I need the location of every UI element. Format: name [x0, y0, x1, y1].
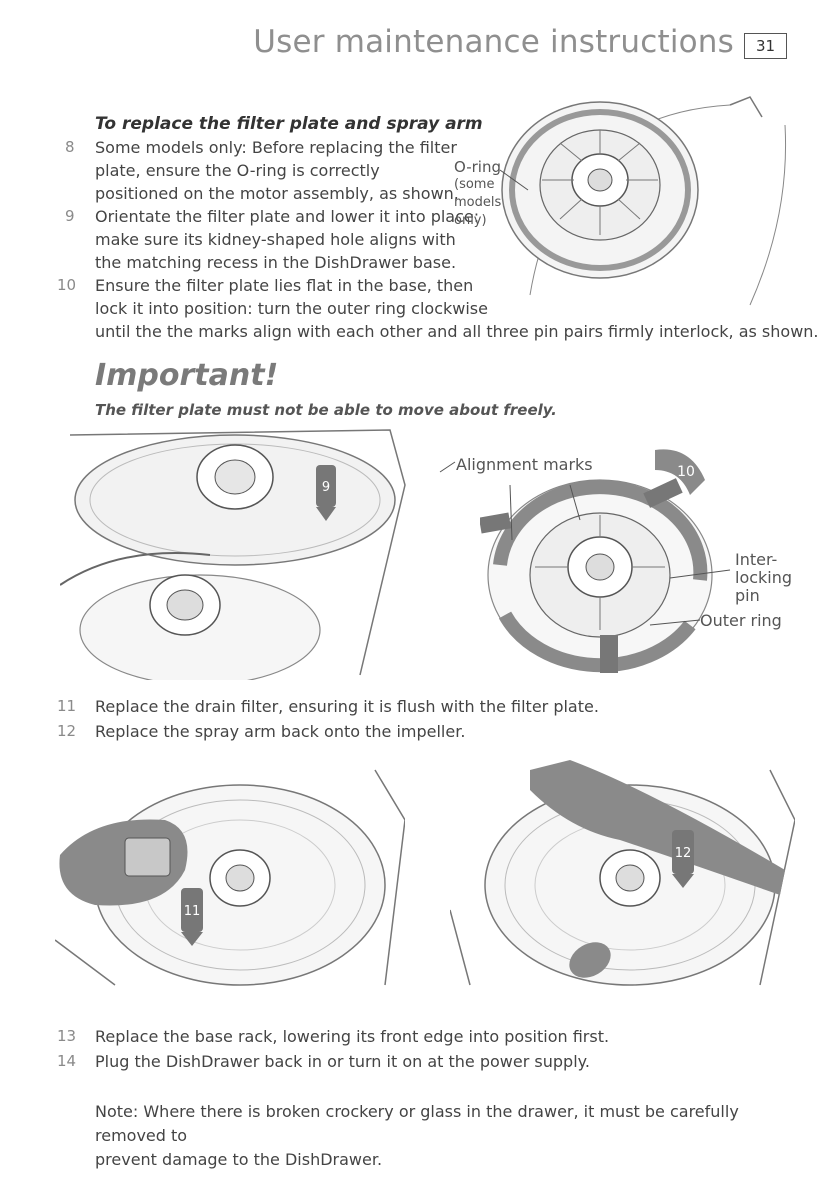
step-line: positioned on the motor assembly, as sho…	[95, 184, 459, 203]
oring-label-line: O-ring	[454, 158, 501, 176]
interlocking-pin-label: Inter- locking pin	[735, 551, 792, 605]
step-14: 14 Plug the DishDrawer back in or turn i…	[57, 1050, 590, 1073]
important-heading: Important!	[95, 358, 279, 393]
step-line: plate, ensure the O-ring is correctly	[95, 161, 380, 180]
step-text: Plug the DishDrawer back in or turn it o…	[95, 1052, 590, 1071]
step-11: 11 Replace the drain filter, ensuring it…	[57, 695, 599, 718]
step-number: 11	[57, 697, 77, 715]
oring-callout: O-ring (some models only)	[454, 158, 501, 230]
outer-ring-label: Outer ring	[700, 611, 782, 630]
step-line: until the the marks align with each othe…	[95, 322, 819, 341]
filter-plate-lowering-illustration: 9	[60, 429, 406, 680]
step-line: lock it into position: turn the outer ri…	[95, 299, 488, 318]
important-text: The filter plate must not be able to mov…	[95, 401, 557, 419]
interlock-line: pin	[735, 586, 760, 605]
step-number: 13	[57, 1027, 77, 1045]
section-title: To replace the filter plate and spray ar…	[95, 114, 483, 134]
step-text: Replace the base rack, lowering its fron…	[95, 1027, 610, 1046]
step-line: make sure its kidney-shaped hole aligns …	[95, 230, 456, 249]
step-number: 14	[57, 1052, 77, 1070]
outer-ring-illustration	[480, 478, 713, 673]
spray-arm-illustration: 12	[450, 760, 795, 986]
badge-10: 10	[677, 464, 695, 480]
note: Note: Where there is broken crockery or …	[95, 1100, 785, 1172]
interlock-line: Inter-	[735, 550, 778, 569]
interlock-line: locking	[735, 568, 793, 587]
step-text: Replace the spray arm back onto the impe…	[95, 722, 466, 741]
badge-11: 11	[184, 904, 201, 919]
step-number: 12	[57, 722, 77, 740]
step-12: 12 Replace the spray arm back onto the i…	[57, 720, 466, 743]
step-13: 13 Replace the base rack, lowering its f…	[57, 1025, 610, 1048]
oring-label-line: only)	[454, 213, 487, 228]
step-8: 8 Some models only: Before replacing the…	[65, 136, 459, 205]
step-number: 10	[57, 276, 77, 294]
step-text: Replace the drain filter, ensuring it is…	[95, 697, 599, 716]
rotate-clockwise-arrow-icon: 10	[655, 449, 705, 495]
step-line: Ensure the filter plate lies flat in the…	[95, 276, 474, 295]
alignment-marks-label: Alignment marks	[456, 455, 593, 474]
step-number: 9	[65, 207, 75, 225]
oring-label-line: models	[454, 195, 502, 210]
note-line: Note: Where there is broken crockery or …	[95, 1102, 739, 1145]
oring-illustration	[500, 96, 787, 306]
badge-12: 12	[675, 846, 692, 861]
step-line: Some models only: Before replacing the f…	[95, 138, 457, 157]
step-9: 9 Orientate the filter plate and lower i…	[65, 205, 480, 274]
step-line: Orientate the filter plate and lower it …	[95, 207, 480, 226]
oring-label-line: (some	[454, 177, 495, 192]
page-number: 31	[744, 33, 787, 59]
note-line: prevent damage to the DishDrawer.	[95, 1150, 383, 1169]
drain-filter-illustration: 11	[55, 769, 405, 986]
step-number: 8	[65, 138, 75, 156]
step-line: the matching recess in the DishDrawer ba…	[95, 253, 457, 272]
badge-9: 9	[322, 480, 330, 495]
page-header-title: User maintenance instructions	[253, 24, 734, 60]
step-10: 10 Ensure the filter plate lies flat in …	[57, 274, 819, 343]
callout-lines	[439, 461, 731, 626]
